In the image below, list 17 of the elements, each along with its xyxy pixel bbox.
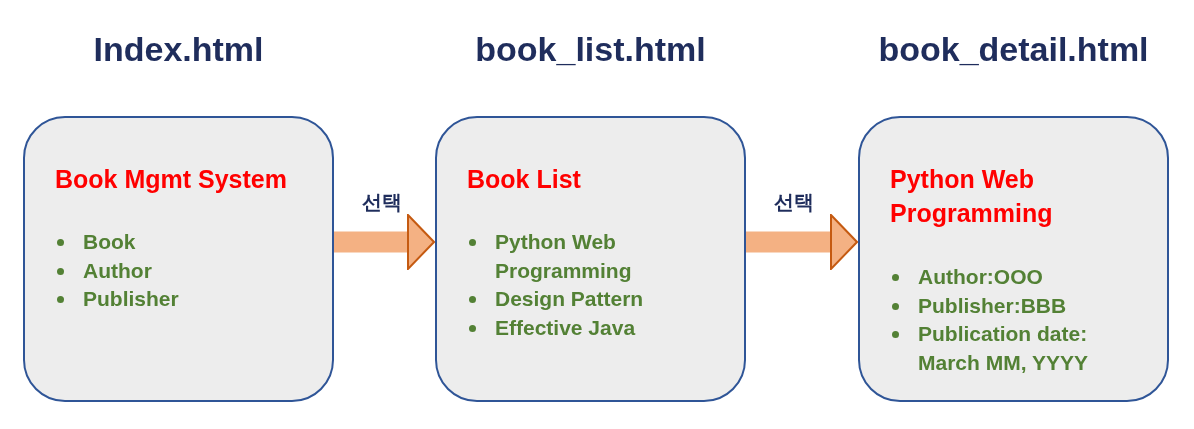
list-item: Publisher bbox=[55, 285, 305, 314]
page-title: Index.html bbox=[92, 30, 265, 69]
list-item: Publication date: March MM, YYYY bbox=[890, 320, 1140, 377]
box-heading: Book List bbox=[467, 164, 582, 195]
list-item: Python Web Programming bbox=[467, 228, 717, 285]
list-item: Effective Java bbox=[467, 313, 717, 342]
block-arrow bbox=[334, 214, 435, 270]
list-item: Author bbox=[55, 256, 305, 285]
list-item: Design Pattern bbox=[467, 285, 717, 314]
page-title: book_list.html bbox=[474, 30, 707, 69]
block-arrow bbox=[746, 214, 858, 270]
list-item: Publisher:BBB bbox=[890, 291, 1140, 320]
box-heading: Book Mgmt System bbox=[55, 164, 288, 195]
page-title: book_detail.html bbox=[877, 30, 1150, 69]
list-item: Book bbox=[55, 228, 305, 257]
list-item: Author:OOO bbox=[890, 263, 1140, 292]
box-heading: Python Web Programming bbox=[890, 164, 1054, 229]
